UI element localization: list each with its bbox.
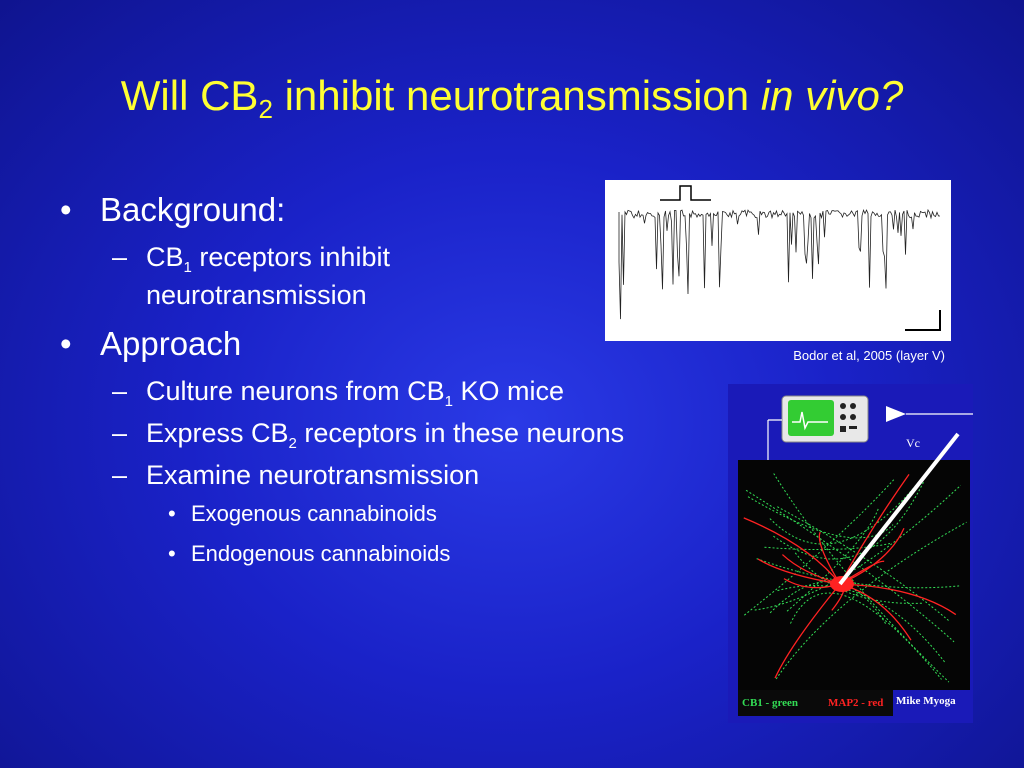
axon-fiber [754, 484, 962, 611]
map2-stain-label: MAP2 - red [828, 697, 884, 709]
stimulus-pulse [660, 185, 711, 201]
sub-bullet-cb1: – CB1 receptors inhibit neurotransmissio… [60, 238, 526, 314]
ephys-trace-svg [618, 185, 941, 331]
pipette-icon [838, 432, 960, 586]
sub-bullet-examine: – Examine neurotransmission [60, 456, 720, 494]
dendrite [757, 558, 841, 585]
bullet-marker: • [60, 325, 72, 362]
bullet-marker: • [168, 541, 176, 566]
axon-fiber [743, 479, 895, 616]
amplifier-triangle-icon [886, 406, 906, 422]
dendrite [839, 473, 910, 585]
scale-bar [905, 310, 941, 331]
trace-line [618, 208, 940, 320]
bullet-marker: • [60, 191, 72, 228]
axon-fiber [769, 478, 922, 545]
axon-fiber [764, 542, 892, 551]
dash-marker: – [112, 242, 128, 272]
bullet-background: • Background: [60, 191, 286, 228]
trace-path [618, 208, 940, 320]
bullet-approach: • Approach [60, 325, 242, 362]
dash-marker: – [112, 376, 128, 406]
ephys-trace-figure [605, 180, 951, 341]
slide-title: Will CB2 inhibit neurotransmission in vi… [120, 72, 904, 124]
oscilloscope-screen-icon [788, 400, 834, 436]
sub-bullet-culture: – Culture neurons from CB1 KO mice [60, 372, 720, 410]
axon-fiber [790, 592, 942, 680]
dendrite [839, 583, 957, 616]
recording-diagram [738, 395, 973, 716]
axon-fiber [777, 506, 950, 622]
bullet-marker: • [168, 501, 176, 526]
axon-fiber [775, 521, 967, 680]
axon-fiber [756, 558, 960, 589]
dendrite [774, 583, 841, 679]
waveform-icon [792, 411, 828, 431]
dash-marker: – [112, 418, 128, 448]
cb1-stain-label: CB1 - green [742, 697, 799, 709]
bullet-list: • Background: – CB1 receptors inhibit ne… [60, 190, 720, 578]
sub-bullet-express: – Express CB2 receptors in these neurons [60, 414, 626, 452]
credit-label: Mike Myoga [896, 695, 956, 707]
neuron-micrograph-figure: Vc CB1 - green MAP2 - red Mike Myoga [728, 384, 973, 723]
dash-marker: – [112, 460, 128, 490]
sub-sub-bullet-endogenous: • Endogenous cannabinoids [60, 538, 720, 570]
figure-caption: Bodor et al, 2005 (layer V) [793, 348, 945, 363]
dendrite [743, 517, 841, 585]
vc-label: Vc [906, 436, 920, 450]
axon-fiber [786, 508, 879, 612]
sub-sub-bullet-exogenous: • Exogenous cannabinoids [60, 498, 720, 530]
axon-fiber [745, 489, 955, 643]
